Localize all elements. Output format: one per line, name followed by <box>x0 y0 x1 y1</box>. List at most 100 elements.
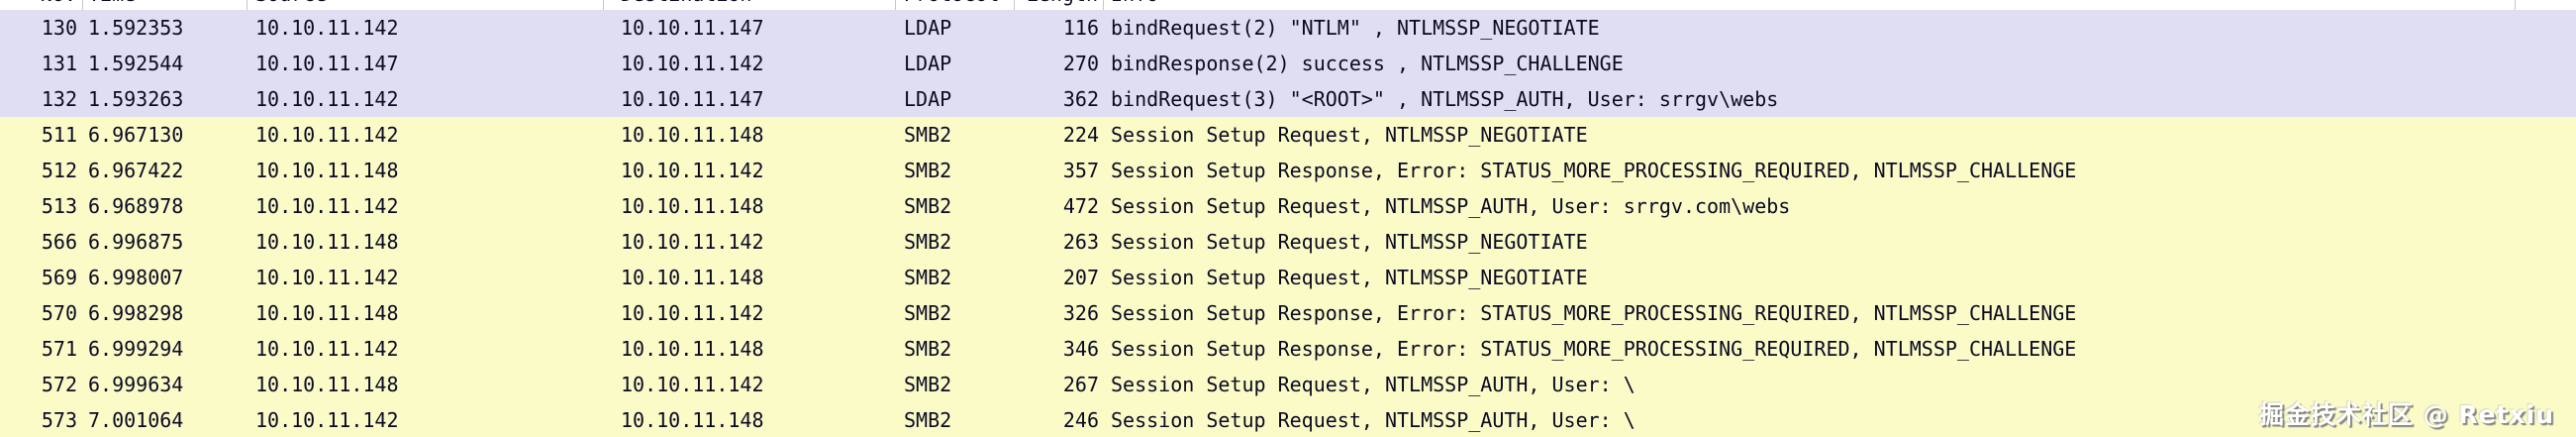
cell-time: 6.998007 <box>88 266 184 289</box>
cell-source-ip: 10.10.11.147 <box>255 52 399 75</box>
cell-source-ip: 10.10.11.142 <box>255 123 399 147</box>
cell-destination-ip: 10.10.11.142 <box>621 230 764 254</box>
cell-info: Session Setup Request, NTLMSSP_NEGOTIATE <box>1111 230 1588 254</box>
cell-info: Session Setup Request, NTLMSSP_AUTH, Use… <box>1111 373 1635 396</box>
cell-source-ip: 10.10.11.148 <box>255 373 399 396</box>
cell-protocol: SMB2 <box>904 408 952 432</box>
packet-row[interactable]: 131 1.592544 10.10.11.147 10.10.11.142 L… <box>0 46 2576 81</box>
column-header-label: Protocol <box>904 0 1014 6</box>
cell-protocol: LDAP <box>904 87 952 111</box>
cell-source-ip: 10.10.11.142 <box>255 87 399 111</box>
cell-length: 207 <box>1062 266 1099 289</box>
cell-destination-ip: 10.10.11.148 <box>621 408 764 432</box>
packet-row[interactable]: 513 6.968978 10.10.11.142 10.10.11.148 S… <box>0 188 2576 224</box>
column-header-label: No. <box>0 0 76 6</box>
cell-source-ip: 10.10.11.142 <box>255 266 399 289</box>
cell-info: Session Setup Request, NTLMSSP_AUTH, Use… <box>1111 408 1635 432</box>
cell-length: 263 <box>1062 230 1099 254</box>
cell-protocol: LDAP <box>904 52 952 75</box>
packet-row[interactable]: 511 6.967130 10.10.11.142 10.10.11.148 S… <box>0 117 2576 153</box>
packet-row[interactable]: 572 6.999634 10.10.11.148 10.10.11.142 S… <box>0 367 2576 402</box>
column-header-destination[interactable]: Destination <box>604 0 896 10</box>
packet-list-rows: 130 1.592353 10.10.11.142 10.10.11.147 L… <box>0 10 2576 437</box>
cell-destination-ip: 10.10.11.142 <box>621 52 764 75</box>
cell-packet-number: 513 <box>41 194 77 218</box>
column-header-spacer <box>2516 0 2576 10</box>
cell-info: Session Setup Response, Error: STATUS_MO… <box>1111 159 2077 182</box>
column-header-length[interactable]: Length <box>1015 0 1104 10</box>
cell-time: 6.998298 <box>88 301 184 325</box>
cell-info: Session Setup Request, NTLMSSP_AUTH, Use… <box>1111 194 1791 218</box>
cell-destination-ip: 10.10.11.142 <box>621 301 764 325</box>
column-header-label: Time <box>88 0 247 6</box>
cell-time: 6.967422 <box>88 159 184 182</box>
column-header-time[interactable]: Time <box>83 0 248 10</box>
packet-row[interactable]: 570 6.998298 10.10.11.148 10.10.11.142 S… <box>0 295 2576 331</box>
cell-packet-number: 512 <box>41 159 77 182</box>
cell-protocol: SMB2 <box>904 230 952 254</box>
cell-destination-ip: 10.10.11.148 <box>621 266 764 289</box>
cell-time: 6.967130 <box>88 123 184 147</box>
cell-length: 326 <box>1062 301 1099 325</box>
cell-length: 267 <box>1062 373 1099 396</box>
cell-packet-number: 572 <box>41 373 77 396</box>
cell-source-ip: 10.10.11.148 <box>255 230 399 254</box>
cell-packet-number: 511 <box>41 123 77 147</box>
cell-length: 472 <box>1062 194 1099 218</box>
cell-time: 1.592353 <box>88 16 184 40</box>
cell-destination-ip: 10.10.11.147 <box>621 16 764 40</box>
column-header-info[interactable]: Info <box>1104 0 2516 10</box>
column-header-source[interactable]: Source <box>248 0 604 10</box>
cell-source-ip: 10.10.11.148 <box>255 301 399 325</box>
cell-packet-number: 132 <box>41 87 77 111</box>
cell-time: 6.999634 <box>88 373 184 396</box>
cell-length: 270 <box>1062 52 1099 75</box>
cell-protocol: SMB2 <box>904 159 952 182</box>
packet-row[interactable]: 573 7.001064 10.10.11.142 10.10.11.148 S… <box>0 402 2576 437</box>
cell-length: 246 <box>1062 408 1099 432</box>
cell-source-ip: 10.10.11.142 <box>255 337 399 361</box>
cell-protocol: SMB2 <box>904 301 952 325</box>
cell-info: Session Setup Response, Error: STATUS_MO… <box>1111 337 2077 361</box>
cell-time: 7.001064 <box>88 408 184 432</box>
cell-destination-ip: 10.10.11.142 <box>621 373 764 396</box>
cell-packet-number: 566 <box>41 230 77 254</box>
packet-row[interactable]: 569 6.998007 10.10.11.142 10.10.11.148 S… <box>0 260 2576 295</box>
packet-row[interactable]: 566 6.996875 10.10.11.148 10.10.11.142 S… <box>0 224 2576 260</box>
column-header-label: Source <box>255 0 603 6</box>
column-header-label: Destination <box>621 0 895 6</box>
cell-length: 346 <box>1062 337 1099 361</box>
packet-row[interactable]: 512 6.967422 10.10.11.148 10.10.11.142 S… <box>0 153 2576 188</box>
column-header-no[interactable]: No. <box>0 0 83 10</box>
column-header-protocol[interactable]: Protocol <box>896 0 1015 10</box>
cell-info: bindRequest(3) "<ROOT>" , NTLMSSP_AUTH, … <box>1111 87 1779 111</box>
cell-info: Session Setup Response, Error: STATUS_MO… <box>1111 301 2077 325</box>
cell-packet-number: 130 <box>41 16 77 40</box>
cell-source-ip: 10.10.11.142 <box>255 16 399 40</box>
cell-protocol: SMB2 <box>904 373 952 396</box>
cell-time: 1.593263 <box>88 87 184 111</box>
cell-info: bindRequest(2) "NTLM" , NTLMSSP_NEGOTIAT… <box>1111 16 1600 40</box>
cell-protocol: SMB2 <box>904 194 952 218</box>
cell-source-ip: 10.10.11.142 <box>255 194 399 218</box>
column-header-row: No. Time Source Destination ProtocolLengthIn… <box>0 0 2576 10</box>
cell-packet-number: 571 <box>41 337 77 361</box>
cell-time: 6.996875 <box>88 230 184 254</box>
cell-protocol: SMB2 <box>904 123 952 147</box>
cell-length: 357 <box>1062 159 1099 182</box>
cell-packet-number: 573 <box>41 408 77 432</box>
packet-row[interactable]: 571 6.999294 10.10.11.142 10.10.11.148 S… <box>0 331 2576 367</box>
cell-destination-ip: 10.10.11.148 <box>621 194 764 218</box>
cell-destination-ip: 10.10.11.142 <box>621 159 764 182</box>
packet-row[interactable]: 130 1.592353 10.10.11.142 10.10.11.147 L… <box>0 10 2576 46</box>
cell-packet-number: 570 <box>41 301 77 325</box>
cell-time: 1.592544 <box>88 52 184 75</box>
cell-time: 6.999294 <box>88 337 184 361</box>
cell-time: 6.968978 <box>88 194 184 218</box>
cell-protocol: LDAP <box>904 16 952 40</box>
packet-row[interactable]: 132 1.593263 10.10.11.142 10.10.11.147 L… <box>0 81 2576 117</box>
cell-info: bindResponse(2) success , NTLMSSP_CHALLE… <box>1111 52 1624 75</box>
cell-destination-ip: 10.10.11.148 <box>621 123 764 147</box>
cell-packet-number: 131 <box>41 52 77 75</box>
